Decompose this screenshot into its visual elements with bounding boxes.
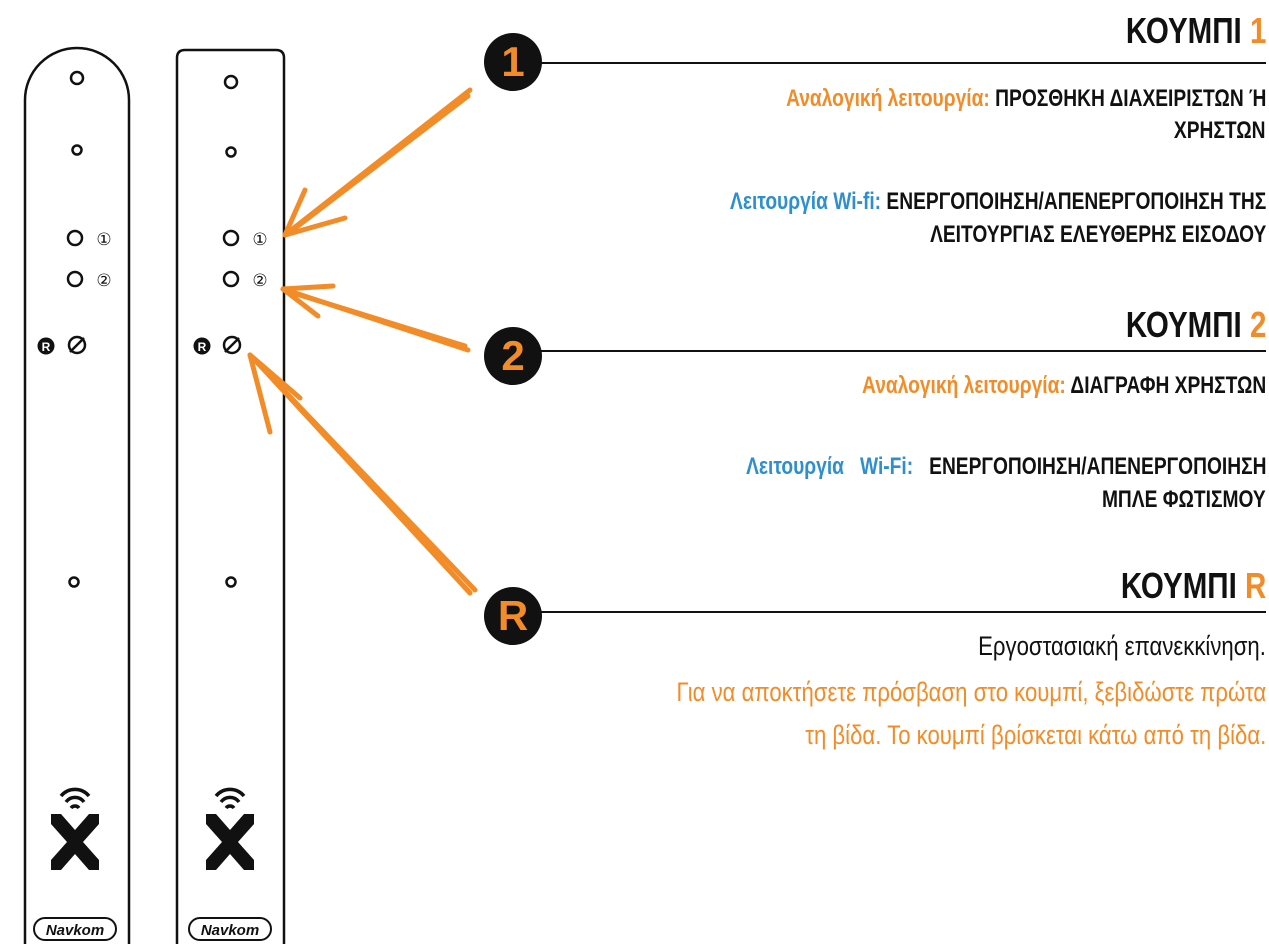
mark-r: R (198, 340, 207, 354)
mark-two: ② (96, 271, 111, 291)
line-wifi: Λειτουργία Wi-fi: ΕΝΕΡΓΟΠΟΙΗΣΗ/ΑΠΕΝΕΡΓΟΠ… (730, 188, 1266, 216)
line-wifi-cont: ΛΕΙΤΟΥΡΓΙΑΣ ΕΛΕΥΘΕΡΗΣ ΕΙΣΟΔΟΥ (930, 221, 1266, 249)
divider (540, 350, 1266, 352)
badge-1: 1 (484, 33, 542, 91)
navkom-logo-icon (206, 787, 254, 870)
reset-description: Εργοστασιακή επανεκκίνηση. (978, 631, 1266, 661)
label-analog: Αναλογική λειτουργία: (785, 85, 990, 112)
text-wifi-cont: ΜΠΛΕ ΦΩΤΙΣΜΟΥ (1102, 486, 1266, 513)
heading-word: ΚΟΥΜΠΙ (1125, 10, 1242, 51)
led-icon (225, 146, 237, 158)
button-2-icon (222, 270, 240, 288)
text-wifi-cont: ΛΕΙΤΟΥΡΓΙΑΣ ΕΛΕΥΘΕΡΗΣ ΕΙΣΟΔΟΥ (929, 221, 1266, 248)
device-square: ① ② R Navkom (175, 48, 286, 944)
line-analog: Αναλογική λειτουργία: ΔΙΑΓΡΑΦΗ ΧΡΗΣΤΩΝ (862, 372, 1266, 400)
heading-word: ΚΟΥΜΠΙ (1125, 304, 1242, 345)
heading-number: 2 (1249, 304, 1266, 345)
logo-text: Navkom (46, 922, 104, 939)
mark-r: R (42, 340, 51, 354)
line-analog-cont: ΧΡΗΣΤΩΝ (1174, 117, 1266, 145)
reset-r-icon (37, 337, 55, 355)
heading-number: R (1244, 565, 1266, 606)
button-1-icon (66, 229, 84, 247)
device-rounded: ① ② R Navkom (23, 46, 131, 944)
text-analog: ΠΡΟΣΘΗΚΗ ΔΙΑΧΕΙΡΙΣΤΩΝ Ή (994, 85, 1266, 112)
text-analog: ΔΙΑΓΡΑΦΗ ΧΡΗΣΤΩΝ (1070, 372, 1266, 399)
badge-r: R (484, 587, 542, 645)
logo-text: Navkom (201, 922, 259, 939)
label-wifi: Λειτουργία Wi-Fi: (745, 453, 913, 480)
text-analog-cont: ΧΡΗΣΤΩΝ (1174, 117, 1266, 144)
heading-word: ΚΟΥΜΠΙ (1120, 565, 1237, 606)
line-wifi: Λειτουργία Wi-Fi: ΕΝΕΡΓΟΠΟΙΗΣΗ/ΑΠΕΝΕΡΓΟΠ… (746, 453, 1266, 481)
screw-slash-icon (67, 335, 87, 355)
arrow-to-reset (247, 352, 478, 596)
divider (540, 611, 1266, 613)
reset-r-icon (193, 337, 211, 355)
mark-one: ① (96, 230, 111, 250)
text-wifi: ΕΝΕΡΓΟΠΟΙΗΣΗ/ΑΠΕΝΕΡΓΟΠΟΙΗΣΗ (928, 453, 1266, 480)
arrow-to-button-1 (282, 87, 473, 238)
divider (540, 62, 1266, 64)
reset-note-line-1: Για να αποκτήσετε πρόσβαση στο κουμπί, ξ… (676, 677, 1266, 707)
heading-number: 1 (1249, 10, 1266, 51)
navkom-logo-icon (51, 787, 99, 870)
mark-one: ① (252, 230, 267, 250)
button-1-icon (222, 229, 240, 247)
screw-hole-bottom-icon (68, 576, 80, 588)
arrow-to-button-2 (280, 283, 471, 353)
text-wifi: ΕΝΕΡΓΟΠΟΙΗΣΗ/ΑΠΕΝΕΡΓΟΠΟΙΗΣΗ ΤΗΣ (886, 188, 1266, 215)
button-2-icon (66, 270, 84, 288)
screw-hole-bottom-icon (225, 576, 237, 588)
screw-hole-icon (223, 74, 239, 90)
label-analog: Αναλογική λειτουργία: (861, 372, 1066, 399)
mark-two: ② (252, 271, 267, 291)
badge-2: 2 (484, 327, 542, 385)
screw-slash-icon (222, 335, 242, 355)
screw-hole-icon (69, 70, 85, 86)
arrows (247, 87, 478, 596)
line-wifi-cont: ΜΠΛΕ ΦΩΤΙΣΜΟΥ (1102, 486, 1266, 514)
line-analog: Αναλογική λειτουργία: ΠΡΟΣΘΗΚΗ ΔΙΑΧΕΙΡΙΣ… (786, 85, 1266, 113)
label-wifi: Λειτουργία Wi-fi: (729, 188, 881, 215)
reset-note-line-2: τη βίδα. Το κουμπί βρίσκεται κάτω από τη… (804, 720, 1266, 750)
led-icon (71, 144, 83, 156)
